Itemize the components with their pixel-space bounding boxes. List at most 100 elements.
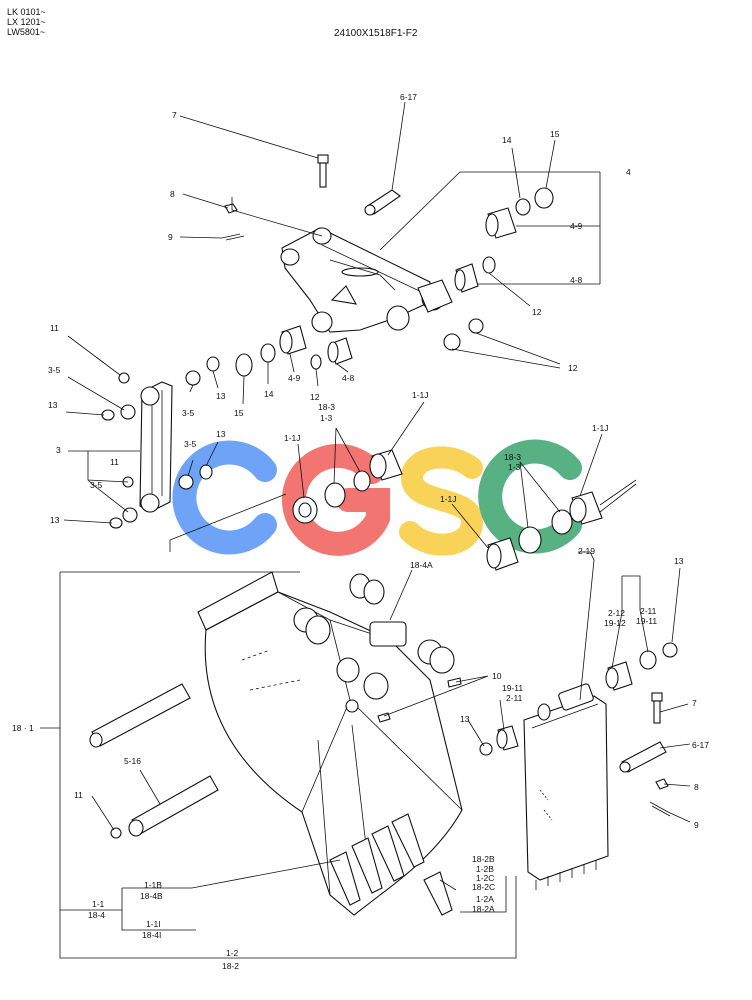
callout-1-1j-c: 1-1J bbox=[592, 423, 609, 433]
ring-12-a bbox=[468, 318, 484, 334]
callout-11-lo: 11 bbox=[74, 790, 83, 800]
callout-1-1j-d: 1-1J bbox=[440, 494, 457, 504]
watermark-s bbox=[399, 446, 484, 556]
callout-19-11: 19-11 bbox=[636, 616, 657, 626]
callout-6-17-top: 6-17 bbox=[400, 92, 417, 102]
pin-5-16 bbox=[128, 775, 219, 837]
ring-13-r bbox=[662, 642, 678, 658]
cotter-9-top bbox=[221, 233, 245, 241]
callout-12-b: 12 bbox=[568, 363, 578, 373]
bucket bbox=[197, 571, 463, 916]
bolt-10-a bbox=[447, 677, 462, 688]
callout-13-b: 13 bbox=[50, 515, 60, 525]
callout-18-4a: 18-4A bbox=[410, 560, 433, 570]
callout-18-4: 18-4 bbox=[88, 910, 105, 920]
bush-19-11 bbox=[496, 725, 519, 751]
ring-15-mid bbox=[235, 353, 253, 377]
bucket-bosses bbox=[293, 573, 455, 713]
callout-8-lo: 8 bbox=[694, 782, 699, 792]
bush-3-5-mid bbox=[185, 370, 201, 386]
ring-15-top bbox=[534, 187, 554, 209]
callout-7-top: 7 bbox=[172, 110, 177, 120]
bushing-4-8-mid bbox=[327, 337, 353, 365]
callout-18-4i: 18-4I bbox=[142, 930, 161, 940]
callout-18-4b: 18-4B bbox=[140, 891, 163, 901]
tooth-1-2a bbox=[423, 871, 453, 916]
callout-4-8-right: 4-8 bbox=[570, 275, 583, 285]
callout-18-2c: 18-2C bbox=[472, 882, 495, 892]
callout-14-top: 14 bbox=[502, 135, 512, 145]
watermark bbox=[172, 439, 582, 556]
callout-1-2: 1-2 bbox=[226, 948, 239, 958]
callout-15-top: 15 bbox=[550, 129, 560, 139]
callout-3-5-b: 3-5 bbox=[90, 480, 103, 490]
callout-18-2a: 18-2A bbox=[472, 904, 495, 914]
pin-6-17-lo bbox=[619, 741, 667, 773]
ring-12-mid bbox=[310, 354, 322, 370]
axis-line-right bbox=[599, 479, 637, 513]
callout-3-5-a: 3-5 bbox=[48, 365, 61, 375]
callout-9-top: 9 bbox=[168, 232, 173, 242]
link-arm bbox=[280, 227, 453, 333]
bush-3-5-c bbox=[178, 474, 194, 490]
callout-1-1b: 1-1B bbox=[144, 880, 162, 890]
callout-13-c: 13 bbox=[216, 391, 226, 401]
bushing-4-8 bbox=[454, 263, 479, 293]
callout-labels: 6-17 7 8 9 14 15 4 4-9 4-8 12 12 11 3-5 … bbox=[12, 92, 709, 971]
ring-13-lo bbox=[479, 742, 493, 756]
ring-2-11 bbox=[639, 650, 657, 670]
seal-group-left bbox=[292, 449, 403, 524]
callout-1-3-a: 1-3 bbox=[320, 413, 333, 423]
bush-3-5-a bbox=[120, 404, 136, 420]
ring-14-mid bbox=[260, 343, 276, 363]
callout-13-d: 13 bbox=[216, 429, 226, 439]
model-lw: LW5801~ bbox=[7, 27, 46, 37]
callout-2-19: 2-19 bbox=[578, 546, 595, 556]
callout-2-11-b: 2-11 bbox=[506, 693, 523, 703]
callout-1-1i: 1-1I bbox=[146, 919, 161, 929]
callout-1-2b: 1-2B bbox=[476, 864, 494, 874]
callout-1-2c: 1-2C bbox=[476, 873, 494, 883]
seal-group-right bbox=[486, 491, 603, 571]
callout-18-2: 18-2 bbox=[222, 961, 239, 971]
callout-11-top: 11 bbox=[50, 323, 59, 333]
pin-6-17-top bbox=[364, 189, 401, 216]
callout-2-11: 2-11 bbox=[640, 606, 657, 616]
callout-12-a: 12 bbox=[532, 307, 542, 317]
model-list: LK 0101~ LX 1201~ LW5801~ bbox=[7, 7, 46, 37]
ring-13-mid bbox=[206, 356, 220, 372]
drawing-number: 24100X1518F1-F2 bbox=[334, 28, 418, 39]
callout-4: 4 bbox=[626, 167, 631, 177]
callout-14-mid: 14 bbox=[264, 389, 274, 399]
callout-3-5-c: 3-5 bbox=[182, 408, 195, 418]
bucket-teeth bbox=[329, 813, 425, 906]
bolt-7-lo bbox=[651, 692, 663, 724]
ring-13-c bbox=[199, 464, 213, 480]
nut-8-lo bbox=[655, 778, 669, 790]
callout-1-2a: 1-2A bbox=[476, 894, 494, 904]
callout-18-2b: 18-2B bbox=[472, 854, 495, 864]
callout-3-5-d: 3-5 bbox=[184, 439, 197, 449]
callout-1-3-b: 1-3 bbox=[508, 462, 521, 472]
bolt-11-lo bbox=[110, 827, 122, 839]
leader-lines bbox=[40, 101, 691, 959]
cotter-9-lo bbox=[649, 801, 671, 817]
nut-8-top bbox=[224, 203, 238, 214]
bushing-4-9-mid bbox=[279, 325, 307, 355]
callout-4-9-right: 4-9 bbox=[570, 221, 583, 231]
callout-10: 10 bbox=[492, 671, 502, 681]
callout-7-lo: 7 bbox=[692, 698, 697, 708]
callout-13-r: 13 bbox=[674, 556, 684, 566]
model-lk: LK 0101~ bbox=[7, 7, 46, 17]
bolt-7-top bbox=[317, 154, 329, 188]
callout-8-top: 8 bbox=[170, 189, 175, 199]
callout-4-9-mid: 4-9 bbox=[288, 373, 301, 383]
callout-1-1j-a: 1-1J bbox=[412, 390, 429, 400]
callout-15-mid: 15 bbox=[234, 408, 244, 418]
bush-2-12 bbox=[605, 661, 633, 691]
callout-19-12: 19-12 bbox=[604, 618, 626, 628]
bucket-pin-long bbox=[89, 683, 191, 748]
watermark-c1 bbox=[172, 440, 277, 555]
side-cutter-plate bbox=[523, 695, 609, 890]
